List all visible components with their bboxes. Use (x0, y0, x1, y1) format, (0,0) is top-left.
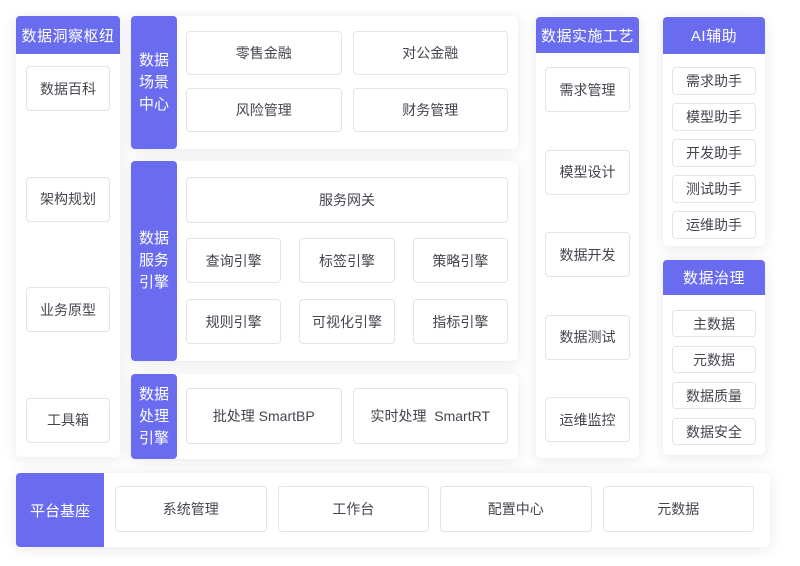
data-governance-item: 元数据 (672, 346, 756, 373)
insight-hub-item: 架构规划 (26, 176, 110, 222)
insight-hub-title: 数据洞察枢纽 (16, 16, 120, 54)
scene-center-item: 对公金融 (352, 31, 508, 75)
platform-base-panel: 平台基座 系统管理工作台配置中心元数据 (16, 473, 770, 547)
scene-center-item: 财务管理 (352, 88, 508, 132)
processing-engine-item: 实时处理 SmartRT (352, 388, 508, 444)
scene-center-panel: 数据 场景 中心 零售金融对公金融风险管理财务管理 (131, 16, 518, 149)
implementation-process-item: 数据测试 (545, 314, 630, 360)
implementation-process-item-list: 需求管理模型设计数据开发数据测试运维监控 (536, 53, 639, 458)
scene-center-title: 数据 场景 中心 (131, 16, 177, 149)
implementation-process-item: 数据开发 (545, 232, 630, 277)
service-engine-panel: 数据 服务 引擎 服务网关 查询引擎标签引擎策略引擎规则引擎可视化引擎指标引擎 (131, 161, 518, 361)
data-governance-title: 数据治理 (663, 260, 765, 295)
ai-assist-item: 运维助手 (672, 211, 756, 239)
ai-assist-item: 模型助手 (672, 103, 756, 131)
implementation-process-title: 数据实施工艺 (536, 17, 639, 53)
platform-base-item: 元数据 (602, 486, 754, 532)
service-engine-item: 规则引擎 (186, 299, 282, 344)
data-governance-panel: 数据治理 主数据元数据数据质量数据安全 (663, 260, 765, 455)
ai-assist-item-list: 需求助手模型助手开发助手测试助手运维助手 (663, 54, 765, 246)
ai-assist-item: 测试助手 (672, 175, 756, 203)
service-engine-content: 服务网关 查询引擎标签引擎策略引擎规则引擎可视化引擎指标引擎 (186, 177, 508, 344)
service-engine-item: 标签引擎 (299, 238, 395, 283)
scene-center-item: 风险管理 (186, 88, 342, 132)
service-engine-item: 可视化引擎 (299, 299, 395, 344)
processing-engine-title: 数据 处理 引擎 (131, 374, 177, 459)
insight-hub-item: 数据百科 (26, 66, 110, 111)
ai-assist-panel: AI辅助 需求助手模型助手开发助手测试助手运维助手 (663, 17, 765, 246)
platform-base-item: 配置中心 (440, 486, 592, 532)
scene-center-item: 零售金融 (186, 31, 342, 75)
implementation-process-item: 运维监控 (545, 397, 630, 442)
insight-hub-item-list: 数据百科架构规划业务原型工具箱 (16, 54, 120, 457)
service-gateway-box: 服务网关 (186, 177, 508, 223)
implementation-process-item: 模型设计 (545, 149, 630, 195)
service-engine-item: 策略引擎 (412, 238, 508, 283)
data-governance-item-list: 主数据元数据数据质量数据安全 (663, 295, 765, 455)
data-governance-item: 数据质量 (672, 382, 756, 409)
service-engine-title: 数据 服务 引擎 (131, 161, 177, 361)
service-engine-item: 查询引擎 (186, 238, 282, 283)
implementation-process-item: 需求管理 (545, 67, 630, 112)
processing-engine-item: 批处理 SmartBP (186, 388, 342, 444)
data-governance-item: 主数据 (672, 310, 756, 337)
platform-base-item: 工作台 (277, 486, 429, 532)
implementation-process-panel: 数据实施工艺 需求管理模型设计数据开发数据测试运维监控 (536, 17, 639, 458)
platform-base-item: 系统管理 (115, 486, 267, 532)
ai-assist-item: 需求助手 (672, 67, 756, 95)
platform-base-item-list: 系统管理工作台配置中心元数据 (115, 486, 754, 532)
ai-assist-title: AI辅助 (663, 17, 765, 54)
service-engine-item: 指标引擎 (412, 299, 508, 344)
scene-center-item-list: 零售金融对公金融风险管理财务管理 (186, 31, 508, 132)
insight-hub-item: 工具箱 (26, 397, 110, 443)
ai-assist-item: 开发助手 (672, 139, 756, 167)
data-governance-item: 数据安全 (672, 418, 756, 445)
platform-base-title: 平台基座 (16, 473, 104, 547)
service-engine-item-list: 查询引擎标签引擎策略引擎规则引擎可视化引擎指标引擎 (186, 238, 508, 344)
insight-hub-item: 业务原型 (26, 287, 110, 333)
insight-hub-panel: 数据洞察枢纽 数据百科架构规划业务原型工具箱 (16, 16, 120, 457)
